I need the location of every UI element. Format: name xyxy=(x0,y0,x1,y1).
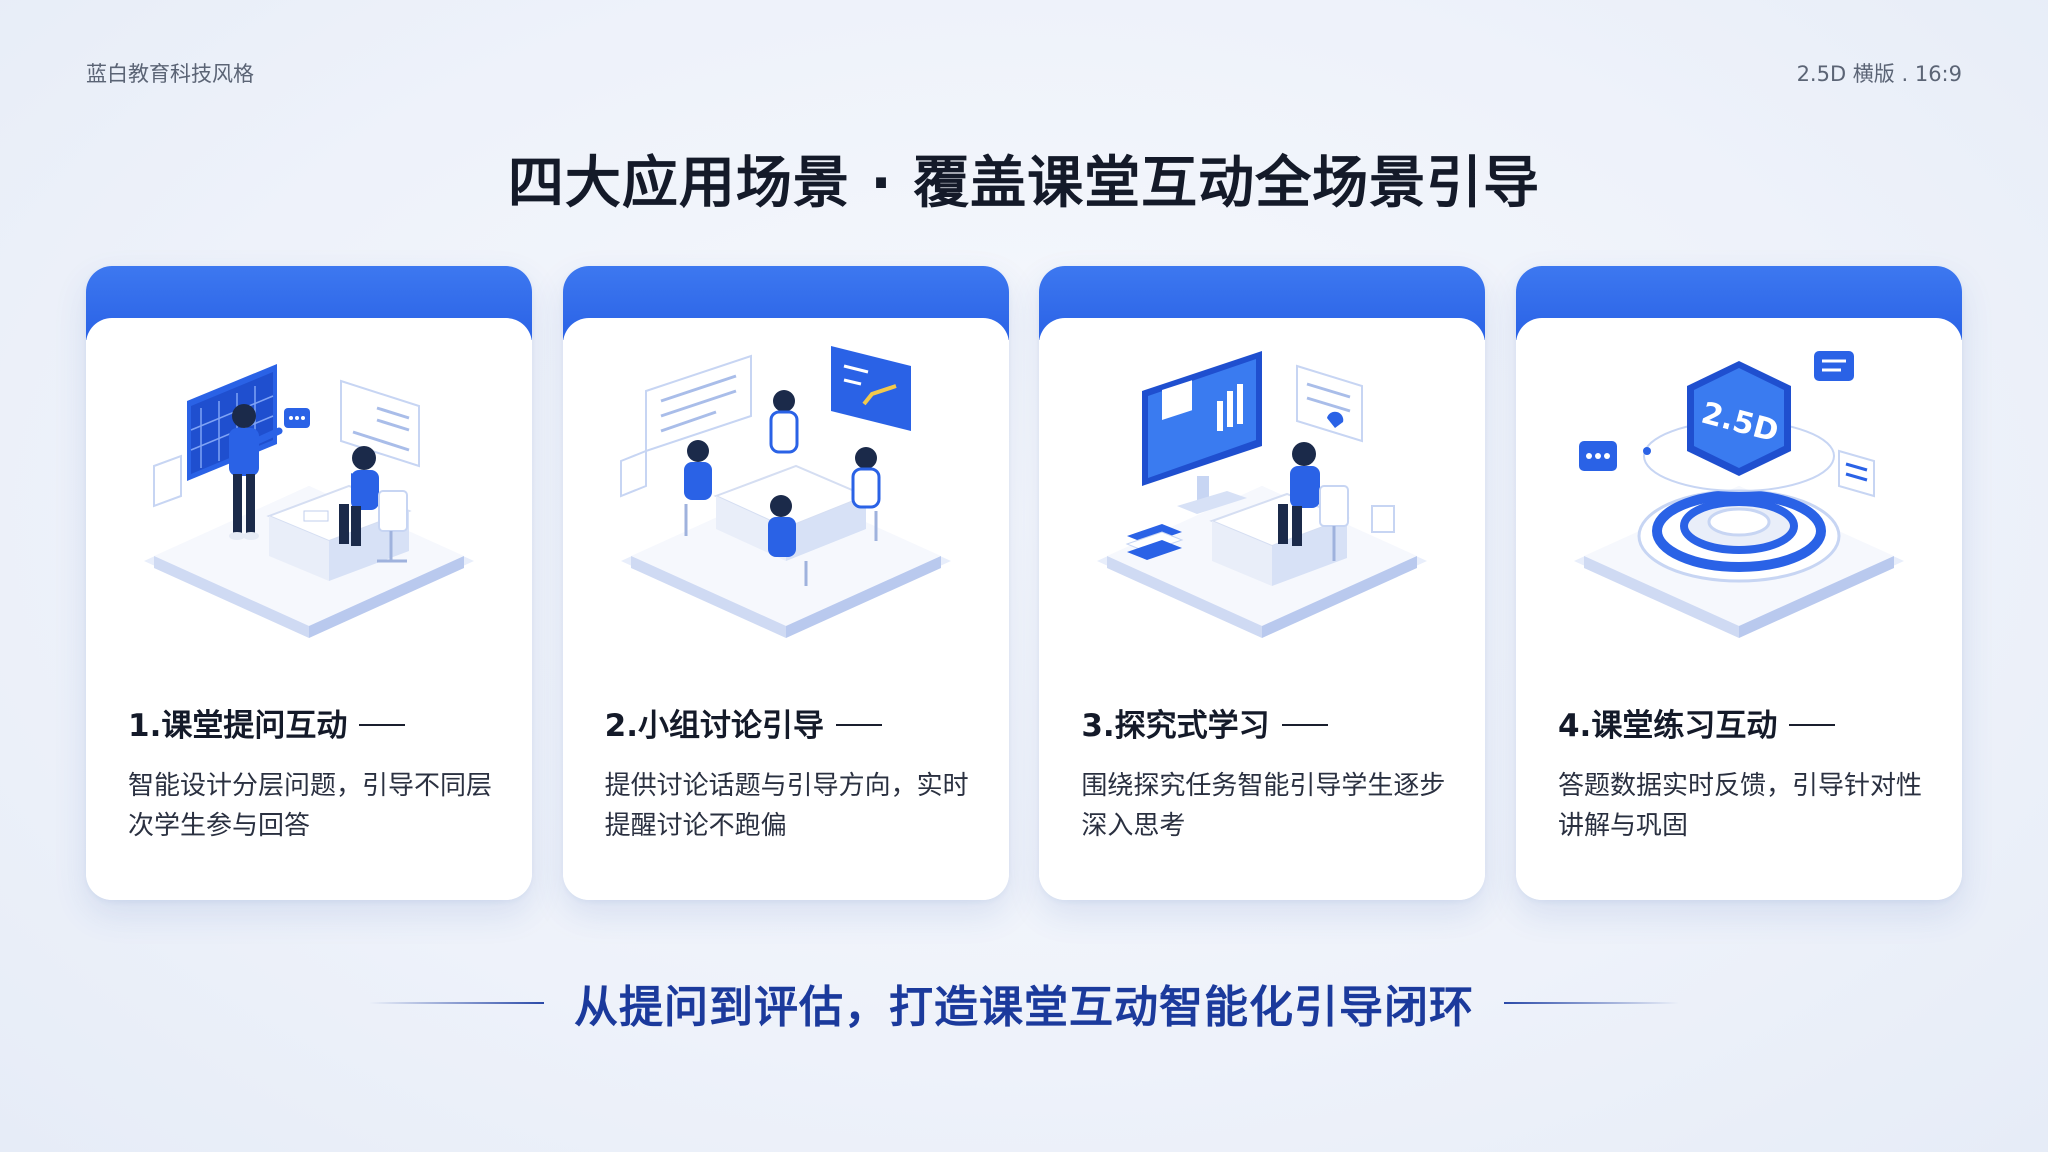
card-title: 2.小组讨论引导 xyxy=(605,700,989,745)
card-title: 4.课堂练习互动 xyxy=(1558,700,1942,745)
decorative-line-left xyxy=(369,1002,544,1004)
scenario-card-3: 3.探究式学习 围绕探究任务智能引导学生逐步深入思考 xyxy=(1039,266,1486,900)
card-description: 围绕探究任务智能引导学生逐步深入思考 xyxy=(1081,771,1446,841)
scenario-card-2: 2.小组讨论引导 提供讨论话题与引导方向，实时提醒讨论不跑偏 xyxy=(562,266,1009,900)
card-description: 智能设计分层问题，引导不同层次学生参与回答 xyxy=(128,771,493,841)
decorative-line-right xyxy=(1504,1002,1679,1004)
teacher-questioning-student-illustration xyxy=(144,364,474,638)
2.5D-platform-illustration: 2.5D xyxy=(1573,351,1904,638)
student-computer-inquiry-illustration xyxy=(1097,351,1428,638)
card-title: 3.探究式学习 xyxy=(1081,700,1465,745)
card-title: 1.课堂提问互动 xyxy=(128,700,512,745)
tagline-text: 从提问到评估，打造课堂互动智能化引导闭环 xyxy=(574,982,1474,1033)
card-description: 提供讨论话题与引导方向，实时提醒讨论不跑偏 xyxy=(604,771,969,841)
scenario-cards: 1.课堂提问互动 智能设计分层问题，引导不同层次学生参与回答 xyxy=(86,266,1962,900)
page-title: 四大应用场景 · 覆盖课堂互动全场景引导 xyxy=(507,151,1541,216)
format-label: 2.5D 横版 . 16:9 xyxy=(1796,62,1962,86)
footer-tagline: 从提问到评估，打造课堂互动智能化引导闭环 xyxy=(0,968,2048,1038)
card-description: 答题数据实时反馈，引导针对性讲解与巩固 xyxy=(1557,771,1922,841)
group-discussion-illustration xyxy=(619,346,951,638)
style-label: 蓝白教育科技风格 xyxy=(86,62,254,86)
scenario-card-1: 1.课堂提问互动 智能设计分层问题，引导不同层次学生参与回答 xyxy=(86,266,532,900)
scenario-card-4: 2.5D 4.课堂练习互动 答题数据实时反馈，引导针对性讲解与巩固 xyxy=(1515,266,1962,900)
